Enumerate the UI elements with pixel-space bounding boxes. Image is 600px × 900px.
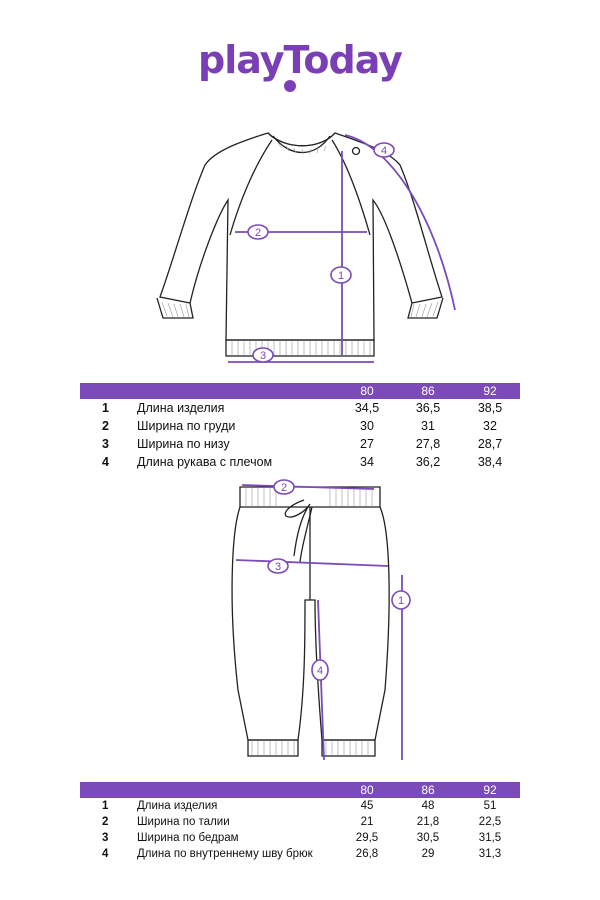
table-row: 1 Длина изделия 45 48 51 <box>80 798 520 814</box>
row-number: 2 <box>102 419 109 433</box>
size-col-92: 92 <box>483 384 497 398</box>
row-number: 2 <box>102 816 109 828</box>
row-label: Длина изделия <box>137 401 225 415</box>
row-number: 1 <box>102 401 109 415</box>
table-row: 2 Ширина по талии 21 21,8 22,5 <box>80 814 520 830</box>
svg-text:2: 2 <box>255 227 261 239</box>
value-92: 22,5 <box>478 816 502 828</box>
row-number: 4 <box>102 455 109 469</box>
size-col-80: 80 <box>360 384 374 398</box>
value-86: 36,2 <box>415 455 441 469</box>
value-92: 32 <box>483 419 497 433</box>
value-92: 31,3 <box>478 848 502 860</box>
row-label: Ширина по груди <box>137 419 236 433</box>
value-86: 36,5 <box>415 401 441 415</box>
measure-marker-2-waist: 2 <box>273 479 295 495</box>
measure-marker-1-length: 1 <box>391 590 411 610</box>
measure-marker-4-inseam: 4 <box>311 659 329 681</box>
measure-marker-3-hips: 3 <box>267 558 289 574</box>
row-label: Ширина по талии <box>137 816 230 828</box>
value-86: 30,5 <box>416 832 440 844</box>
value-80: 21 <box>360 816 374 828</box>
row-label: Длина по внутреннему шву брюк <box>137 848 313 860</box>
value-92: 51 <box>483 800 497 812</box>
value-92: 28,7 <box>477 437 503 451</box>
value-86: 48 <box>421 800 435 812</box>
table-row: 1 Длина изделия 34,5 36,5 38,5 <box>80 399 520 417</box>
size-col-92: 92 <box>483 783 497 797</box>
svg-text:3: 3 <box>260 350 266 362</box>
svg-text:4: 4 <box>381 145 387 157</box>
brand-logo: playToday <box>198 38 403 82</box>
row-label: Ширина по низу <box>137 437 230 451</box>
table-row: 4 Длина по внутреннему шву брюк 26,8 29 … <box>80 846 520 862</box>
pants-size-table: 80 86 92 1 Длина изделия 45 48 51 2 Шири… <box>80 782 520 862</box>
measure-marker-3-hem: 3 <box>252 347 274 363</box>
row-number: 3 <box>102 437 109 451</box>
table-row: 2 Ширина по груди 30 31 32 <box>80 417 520 435</box>
value-86: 27,8 <box>415 437 441 451</box>
svg-text:2: 2 <box>281 482 287 494</box>
value-92: 38,5 <box>477 401 503 415</box>
value-86: 21,8 <box>416 816 440 828</box>
sweatshirt-size-table: 80 86 92 1 Длина изделия 34,5 36,5 38,5 … <box>80 383 520 471</box>
table-row: 4 Длина рукава с плечом 34 36,2 38,4 <box>80 453 520 471</box>
value-80: 30 <box>360 419 374 433</box>
row-number: 4 <box>102 848 109 860</box>
svg-text:3: 3 <box>275 561 281 573</box>
row-label: Длина изделия <box>137 800 218 812</box>
table-row: 3 Ширина по бедрам 29,5 30,5 31,5 <box>80 830 520 846</box>
measure-marker-1-length: 1 <box>330 266 352 284</box>
value-80: 34 <box>360 455 374 469</box>
row-number: 3 <box>102 832 109 844</box>
value-86: 29 <box>421 848 435 860</box>
table-row: 3 Ширина по низу 27 27,8 28,7 <box>80 435 520 453</box>
size-col-86: 86 <box>421 783 435 797</box>
value-92: 31,5 <box>478 832 502 844</box>
value-86: 31 <box>421 419 435 433</box>
svg-text:1: 1 <box>338 270 344 282</box>
value-80: 27 <box>360 437 374 451</box>
value-80: 45 <box>360 800 374 812</box>
size-table-header: 80 86 92 <box>80 782 520 798</box>
measure-marker-4-sleeve: 4 <box>373 142 395 158</box>
value-80: 29,5 <box>355 832 379 844</box>
row-label: Длина рукава с плечом <box>137 455 273 469</box>
row-label: Ширина по бедрам <box>137 832 239 844</box>
brand-logo-dot <box>284 80 296 92</box>
value-80: 34,5 <box>354 401 380 415</box>
row-number: 1 <box>102 800 109 812</box>
value-92: 38,4 <box>477 455 503 469</box>
size-table-header: 80 86 92 <box>80 383 520 399</box>
svg-text:1: 1 <box>398 595 404 607</box>
value-80: 26,8 <box>355 848 379 860</box>
sweatshirt-diagram <box>0 110 600 370</box>
svg-text:4: 4 <box>317 665 323 677</box>
measure-marker-2-chest: 2 <box>247 224 269 240</box>
size-col-86: 86 <box>421 384 435 398</box>
size-col-80: 80 <box>360 783 374 797</box>
